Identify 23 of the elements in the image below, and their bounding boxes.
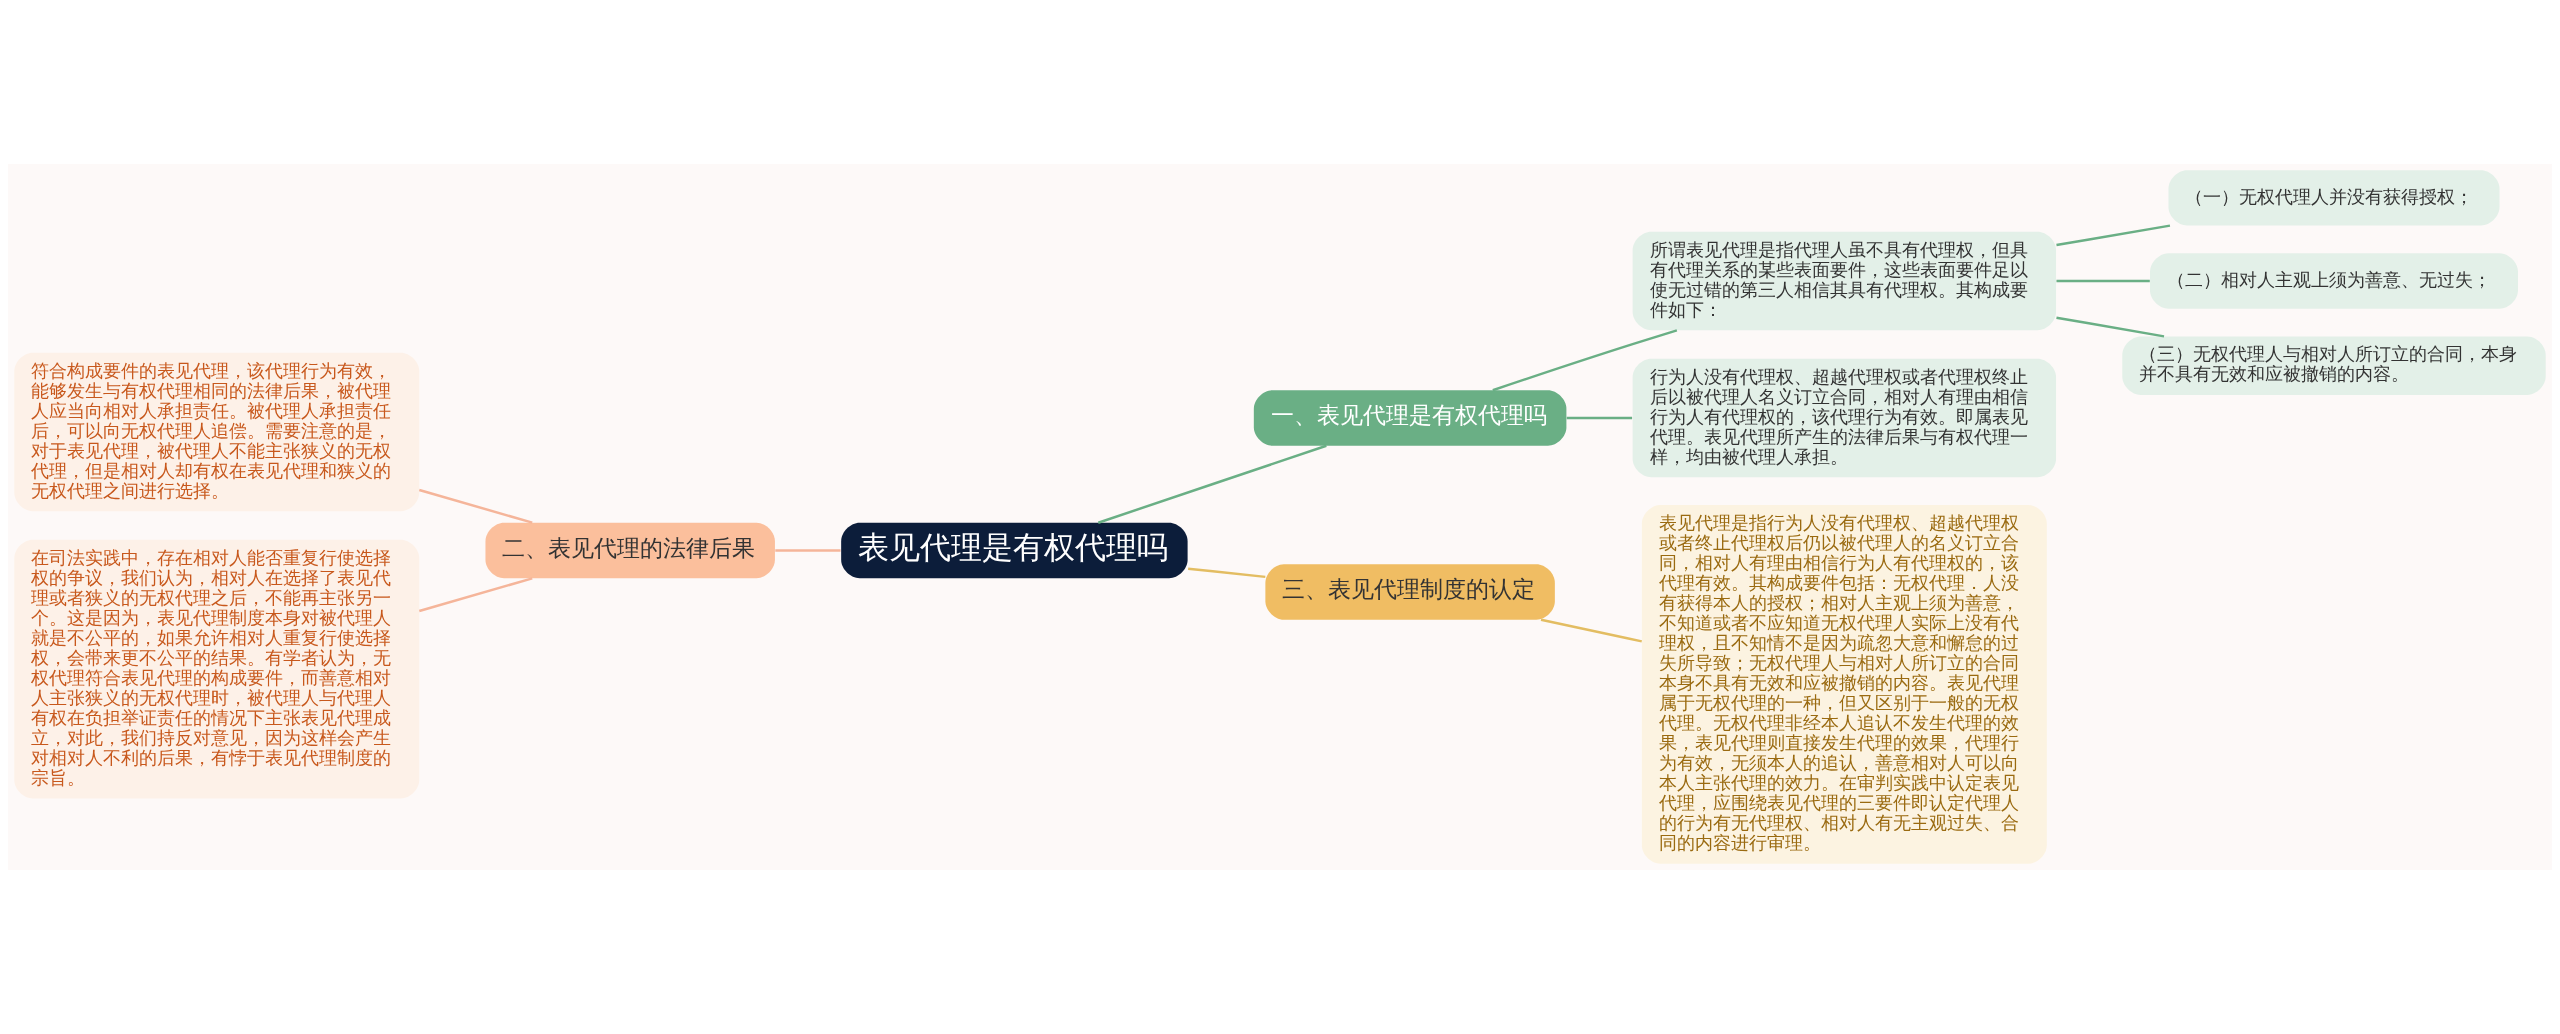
node-box: 表见代理是有权代理吗: [841, 522, 1188, 579]
connector: [1097, 444, 1327, 524]
node-box: （三）无权代理人与相对人所订立的合同，本身并不具有无效和应被撤销的内容。: [2122, 336, 2546, 395]
node-box: （二）相对人主观上须为善意、无过失；: [2150, 253, 2518, 309]
node-box: 三、表见代理制度的认定: [1265, 564, 1555, 620]
node-box: 二、表见代理的法律后果: [485, 522, 775, 579]
connector: [1540, 618, 1642, 643]
node-box: 符合构成要件的表见代理，该代理行为有效，能够发生与有权代理相同的法律后果，被代理人应当向相对人承担责任。被代理人承担责任后，可以向无权代理人追偿。需要注意的是，对于表见代理，被代理人不能主张狭义的无权代理，但是相对人却有权在表见代理和狭义的无权代理之间进行选择。: [14, 352, 420, 512]
connector: [1492, 329, 1678, 392]
node-box: 所谓表见代理是指代理人虽不具有代理权，但具有代理关系的某些表面要件，这些表面要件足以使无过错的第三人相信其具有代理权。其构成要件如下：: [1632, 231, 2057, 331]
node-box: 行为人没有代理权、超越代理权或者代理权终止后以被代理人名义订立合同，相对人有理由相信行为人有代理权的，该代理行为有效。即属表见代理。表见代理所产生的法律后果与有权代理一样，均由被代理人承担。: [1632, 358, 2057, 478]
node-box: 表见代理是指行为人没有代理权、超越代理权或者终止代理权后仍以被代理人的名义订立合同，相对人有理由相信行为人有代理权的，该代理有效。其构成要件包括：无权代理．人没有获得本人的授权；相对人主观上须为善意，不知道或者不应知道无权代理人实际上没有代理权，且不知情不是因为疏忽大意和懈怠的过失所导致；无权代理人与相对人所订立的合同本身不具有无效和应被撤销的内容。表见代理属于无权代理的一种，但又区别于一般的无权代理。无权代理非经本人追认不发生代理的效果，表见代理则直接发生代理的效果，代理行为有效，无须本人的追认，善意相对人可以向本人主张代理的效力。在审判实践中认定表见代理，应围绕表见代理的三要件即认定代理人的行为有无代理权、相对人有无主观过失、合同的内容进行审理。: [1641, 505, 2047, 864]
node-box: （一）无权代理人并没有获得授权；: [2168, 170, 2500, 226]
connector: [1188, 567, 1266, 579]
connector: [2056, 279, 2150, 283]
node-box: 在司法实践中，存在相对人能否重复行使选择权的争议，我们认为，相对人在选择了表见代理或者狭义的无权代理之后，不能再主张另一个。这是因为，表见代理制度本身对被代理人就是不公平的，如果允许相对人重复行使选择权，会带来更不公平的结果。有学者认为，无权代理符合表见代理的构成要件，而善意相对人主张狭义的无权代理时，被代理人与代理人有权在负担举证责任的情况下主张表见代理成立，对此，我们持反对意见，因为这样会产生对相对人不利的后果，有悖于表见代理制度的宗旨。: [14, 539, 420, 799]
connector: [2056, 224, 2171, 247]
connector: [1566, 416, 1633, 420]
connector: [2056, 316, 2165, 338]
connector: [418, 577, 533, 613]
connector: [775, 549, 841, 552]
connector: [418, 488, 533, 524]
node-box: 一、表见代理是有权代理吗: [1253, 390, 1567, 446]
